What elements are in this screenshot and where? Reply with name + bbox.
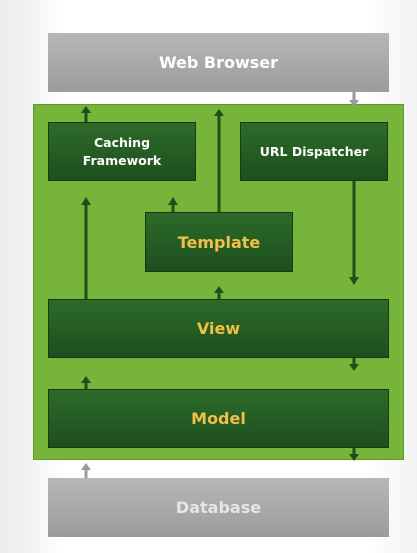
database-label: Database xyxy=(175,498,262,517)
model-box: Model xyxy=(48,389,389,448)
caching-framework-label-line1: Caching xyxy=(93,135,151,150)
template-label: Template xyxy=(177,232,261,252)
template-box: Template xyxy=(145,212,293,272)
model-label: Model xyxy=(191,409,246,428)
web-browser-label: Web Browser xyxy=(158,53,279,72)
caching-framework-box: Caching Framework xyxy=(48,122,196,181)
web-browser-box: Web Browser xyxy=(48,33,389,92)
caching-framework-label-line2: Framework xyxy=(82,152,162,168)
view-box: View xyxy=(48,299,389,358)
url-dispatcher-label: URL Dispatcher xyxy=(259,143,369,159)
view-label: View xyxy=(196,319,241,338)
database-box: Database xyxy=(48,478,389,537)
url-dispatcher-box: URL Dispatcher xyxy=(240,122,388,181)
